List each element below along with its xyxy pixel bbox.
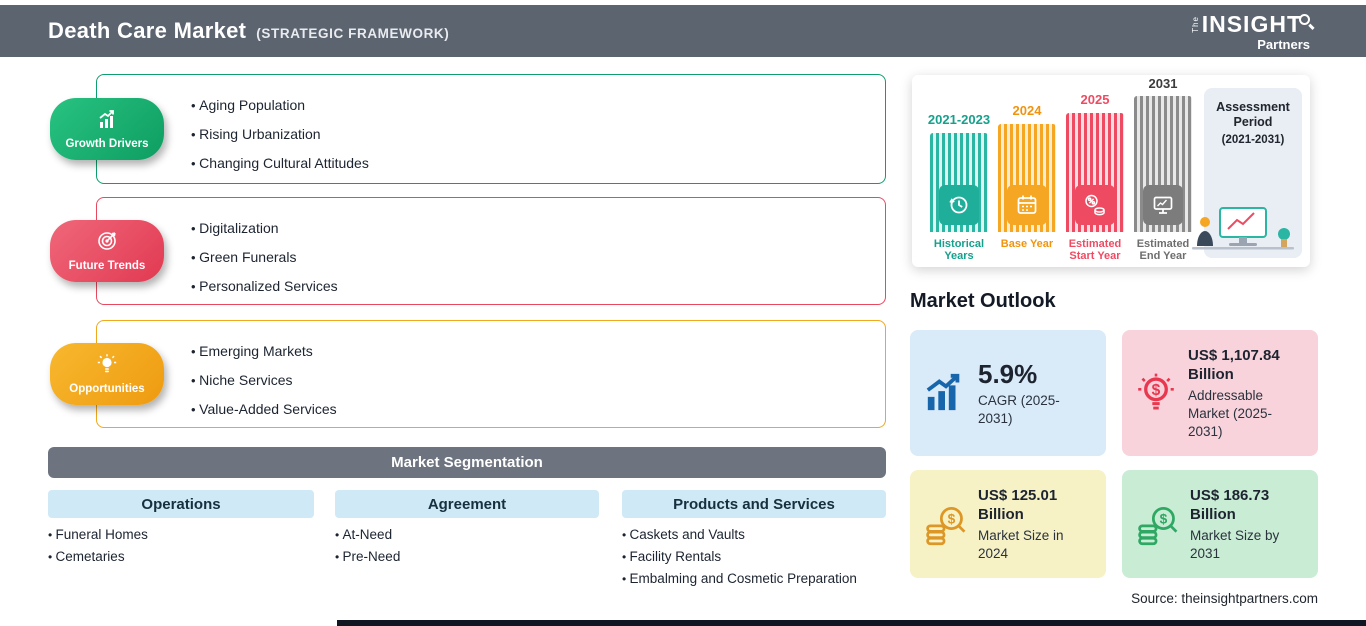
- lightbulb-icon: [96, 353, 118, 380]
- percent-coins-icon: [1075, 185, 1115, 225]
- assessment-period-range: (2021-2031): [1221, 134, 1285, 146]
- cagr-value: 5.9%: [978, 358, 1038, 389]
- coins-magnifier-icon: $: [922, 502, 968, 546]
- cagr-label: CAGR (2025-2031): [978, 392, 1060, 426]
- timeline-label: Base Year: [1000, 238, 1054, 250]
- growth-drivers-box: Aging Population Rising Urbanization Cha…: [96, 74, 886, 184]
- growth-drivers-list: Aging Population Rising Urbanization Cha…: [191, 91, 369, 178]
- segment-header-operations: Operations: [48, 490, 314, 518]
- calendar-icon: [1007, 185, 1047, 225]
- list-item: Niche Services: [191, 366, 337, 395]
- list-item: Green Funerals: [191, 243, 338, 272]
- addressable-market-value: US$ 1,107.84 Billion: [1188, 346, 1280, 383]
- assessment-timeline-panel: 2021-2023 2024 2025 2031 Historical Year…: [912, 75, 1310, 267]
- coins-magnifier-icon: $: [1134, 502, 1180, 546]
- logo-top-row: The INSIGHT: [1190, 11, 1310, 37]
- list-item: Caskets and Vaults: [622, 524, 857, 546]
- insight-partners-logo: The INSIGHT Partners: [1190, 11, 1310, 52]
- timeline-label: Estimated Start Year: [1068, 238, 1122, 262]
- svg-text:$: $: [1160, 511, 1168, 526]
- bar-chart-growth-icon: [95, 108, 119, 135]
- target-icon: [96, 230, 118, 257]
- agreement-items: At-Need Pre-Need: [335, 524, 401, 568]
- market-size-2024-value: US$ 125.01 Billion: [978, 486, 1058, 523]
- market-size-2031-card: $ US$ 186.73 Billion Market Size by 2031: [1122, 470, 1318, 578]
- list-item: Cemetaries: [48, 546, 148, 568]
- magnifier-icon: [1299, 14, 1310, 25]
- source-attribution: Source: theinsightpartners.com: [1131, 591, 1318, 606]
- market-outlook-heading: Market Outlook: [910, 290, 1056, 312]
- segment-header-products-services: Products and Services: [622, 490, 886, 518]
- assessment-period-box: Assessment Period (2021-2031): [1192, 88, 1302, 258]
- badge-label: Growth Drivers: [65, 138, 149, 150]
- svg-text:$: $: [948, 511, 956, 526]
- list-item: Aging Population: [191, 91, 369, 120]
- year-label: 2025: [1080, 92, 1110, 107]
- growth-drivers-badge: Growth Drivers: [50, 98, 164, 160]
- market-segmentation-bar: Market Segmentation: [48, 447, 886, 478]
- card-text: 5.9% CAGR (2025-2031): [978, 359, 1094, 428]
- list-item: Changing Cultural Attitudes: [191, 149, 369, 178]
- page-subtitle: (STRATEGIC FRAMEWORK): [256, 26, 450, 41]
- operations-items: Funeral Homes Cemetaries: [48, 524, 148, 568]
- year-label: 2021-2023: [927, 112, 991, 127]
- assessment-period-title: Assessment Period: [1216, 100, 1290, 129]
- list-item: Facility Rentals: [622, 546, 857, 568]
- badge-label: Opportunities: [69, 383, 145, 395]
- segment-header-agreement: Agreement: [335, 490, 599, 518]
- market-size-2031-value: US$ 186.73 Billion: [1190, 486, 1270, 523]
- logo-partners-text: Partners: [1257, 37, 1310, 52]
- list-item: Funeral Homes: [48, 524, 148, 546]
- logo-the-text: The: [1190, 16, 1200, 33]
- header-titles: Death Care Market (STRATEGIC FRAMEWORK): [48, 18, 449, 44]
- analyst-desk-illustration: [1188, 205, 1298, 256]
- year-label: 2031: [1148, 76, 1178, 91]
- future-trends-list: Digitalization Green Funerals Personaliz…: [191, 214, 338, 301]
- addressable-market-label: Addressable Market (2025-2031): [1188, 387, 1273, 439]
- market-size-2024-card: $ US$ 125.01 Billion Market Size in 2024: [910, 470, 1106, 578]
- market-size-2031-label: Market Size by 2031: [1190, 527, 1280, 561]
- header-bar: Death Care Market (STRATEGIC FRAMEWORK) …: [0, 5, 1366, 57]
- logo-insight-text: INSIGHT: [1201, 11, 1302, 37]
- opportunities-box: Emerging Markets Niche Services Value-Ad…: [96, 320, 886, 428]
- products-services-items: Caskets and Vaults Facility Rentals Emba…: [622, 524, 857, 590]
- year-label: 2024: [1012, 103, 1042, 118]
- timeline-label: Estimated End Year: [1136, 238, 1190, 262]
- opportunities-badge: Opportunities: [50, 343, 164, 405]
- monitor-chart-icon: [1143, 185, 1183, 225]
- badge-label: Future Trends: [68, 260, 146, 272]
- bulb-dollar-icon: $: [1134, 371, 1178, 415]
- list-item: Rising Urbanization: [191, 120, 369, 149]
- card-text: US$ 186.73 Billion Market Size by 2031: [1190, 486, 1306, 563]
- page-title: Death Care Market: [48, 18, 247, 43]
- market-size-2024-label: Market Size in 2024: [978, 527, 1064, 561]
- list-item: Personalized Services: [191, 272, 338, 301]
- list-item: Embalming and Cosmetic Preparation: [622, 568, 857, 590]
- growth-chart-icon: [922, 372, 968, 414]
- list-item: Value-Added Services: [191, 395, 336, 424]
- card-text: US$ 1,107.84 Billion Addressable Market …: [1188, 346, 1306, 441]
- opportunities-list: Emerging Markets Niche Services Value-Ad…: [191, 337, 337, 424]
- future-trends-box: Digitalization Green Funerals Personaliz…: [96, 197, 886, 305]
- future-trends-badge: Future Trends: [50, 220, 164, 282]
- list-item: Pre-Need: [335, 546, 401, 568]
- bottom-window-edge: [337, 620, 1366, 626]
- list-item: At-Need: [335, 524, 400, 546]
- card-text: US$ 125.01 Billion Market Size in 2024: [978, 486, 1094, 563]
- list-item: Emerging Markets: [191, 337, 337, 366]
- list-item: Digitalization: [191, 214, 338, 243]
- cagr-card: 5.9% CAGR (2025-2031): [910, 330, 1106, 456]
- svg-text:$: $: [1152, 382, 1161, 399]
- history-icon: [939, 185, 979, 225]
- addressable-market-card: $ US$ 1,107.84 Billion Addressable Marke…: [1122, 330, 1318, 456]
- timeline-label: Historical Years: [933, 238, 985, 262]
